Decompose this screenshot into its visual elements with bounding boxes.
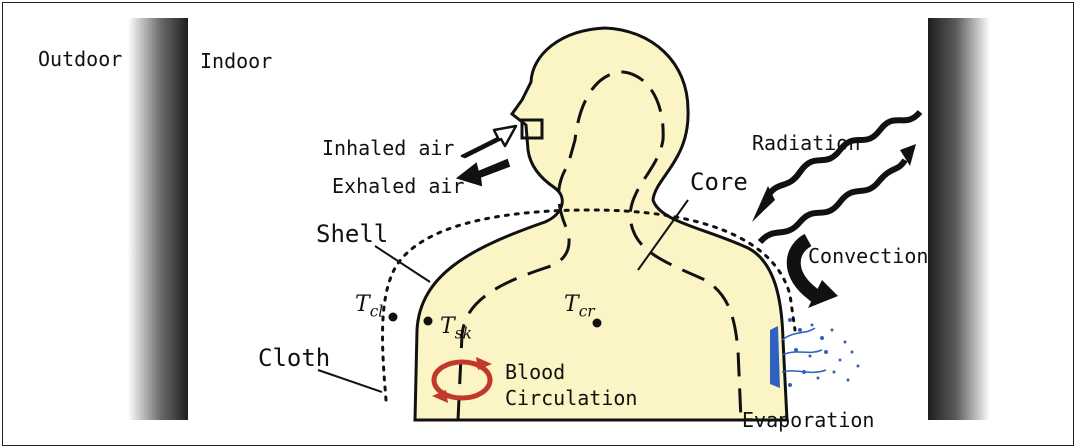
t-cl-symbol: Tcl [355, 292, 383, 320]
exhaled-air-label: Exhaled air [332, 174, 464, 198]
right-wall [928, 18, 990, 420]
radiation-label: Radiation [752, 131, 860, 155]
shell-leader-line [375, 246, 430, 282]
t-sk-point [424, 317, 433, 326]
outdoor-label: Outdoor [38, 47, 122, 71]
evaporation-arrows [782, 328, 826, 372]
exhaled-air-arrow [458, 160, 509, 185]
t-cl-point [389, 313, 398, 322]
shell-label: Shell [316, 220, 388, 248]
outdoor-wall [128, 18, 188, 420]
t-sk-symbol: Tsk [440, 314, 472, 342]
circulation-label: Circulation [505, 386, 637, 410]
indoor-label: Indoor [200, 49, 272, 73]
blood-label: Blood [505, 360, 565, 384]
cloth-leader-line [318, 370, 382, 392]
core-label: Core [690, 168, 748, 196]
evaporation-label: Evaporation [742, 408, 874, 432]
t-cr-symbol: Tcr [564, 292, 595, 320]
radiation-wave-2 [760, 160, 905, 242]
inhaled-air-arrow [462, 126, 516, 157]
convection-label: Convection [808, 244, 928, 268]
inhaled-air-label: Inhaled air [322, 136, 454, 160]
cloth-label: Cloth [258, 344, 330, 372]
